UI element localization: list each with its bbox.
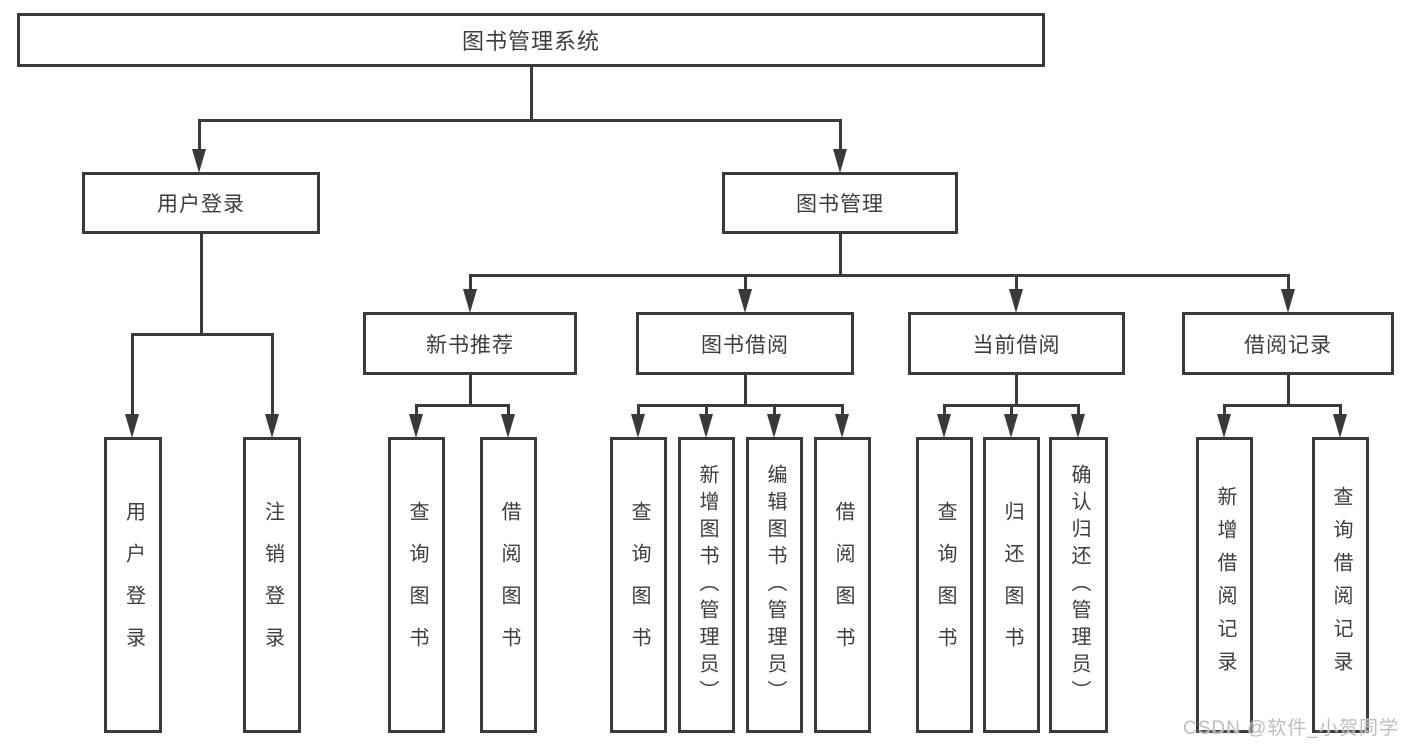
edge-line [1223, 404, 1342, 407]
leaf-borrow-books-recommend: 借阅图书 [480, 437, 537, 733]
edge-line [271, 333, 274, 415]
node-book-management: 图书管理 [722, 172, 958, 234]
leaf-query-borrow-record: 查询借阅记录 [1312, 437, 1369, 733]
edge-arrowhead [463, 289, 477, 313]
node-label: 图书管理系统 [461, 29, 600, 54]
edge-line [131, 333, 134, 415]
leaf-user-login: 用户登录 [104, 437, 162, 733]
edge-arrowhead [1071, 414, 1085, 438]
edge-arrowhead [125, 414, 139, 438]
edge-line [744, 274, 747, 290]
edge-line [200, 234, 203, 336]
leaf-confirm-return-admin: 确认归还（管理员） [1049, 437, 1108, 733]
leaf-edit-books-admin: 编辑图书（管理员） [746, 437, 803, 733]
edge-line [744, 375, 747, 407]
edge-arrowhead [835, 414, 849, 438]
edge-line [637, 404, 640, 417]
node-label: 当前借阅 [972, 333, 1061, 357]
edge-line [469, 375, 472, 407]
edge-arrowhead [937, 414, 951, 438]
node-label: 新增图书（管理员） [696, 463, 718, 707]
leaf-logout: 注销登录 [243, 437, 301, 733]
edge-line [773, 404, 776, 417]
node-borrowing-records: 借阅记录 [1182, 312, 1394, 375]
edge-arrowhead [738, 289, 752, 313]
node-label: 新增借阅记录 [1214, 486, 1236, 684]
edge-line [1287, 375, 1290, 407]
edge-line [1015, 375, 1018, 407]
edge-line [198, 119, 201, 151]
edge-line [637, 404, 844, 407]
edge-line [198, 119, 842, 122]
edge-line [415, 404, 418, 417]
edge-line [507, 404, 510, 417]
node-label: 借阅图书 [832, 501, 854, 669]
leaf-query-books-recommend: 查询图书 [388, 437, 445, 733]
node-label: 归还图书 [1001, 501, 1023, 669]
edge-line [1287, 274, 1290, 290]
edge-arrowhead [501, 414, 515, 438]
leaf-add-borrow-record: 新增借阅记录 [1196, 437, 1253, 733]
node-label: 新书推荐 [426, 333, 514, 357]
edge-line [839, 119, 842, 151]
edge-arrowhead [699, 414, 713, 438]
node-new-book-recommend: 新书推荐 [363, 312, 577, 375]
edge-arrowhead [409, 414, 423, 438]
edge-line [1223, 404, 1226, 417]
node-label: 查询图书 [934, 501, 956, 669]
edge-line [841, 404, 844, 417]
edge-line [415, 404, 510, 407]
node-label: 借阅图书 [498, 501, 520, 669]
edge-arrowhead [1009, 289, 1023, 313]
node-label: 查询图书 [406, 501, 428, 669]
edge-line [1339, 404, 1342, 417]
node-label: 确认归还（管理员） [1068, 463, 1090, 707]
leaf-query-books-borrowing: 查询图书 [610, 437, 667, 733]
edge-arrowhead [1217, 414, 1231, 438]
leaf-return-books: 归还图书 [983, 437, 1040, 733]
node-label: 编辑图书（管理员） [764, 463, 786, 707]
edge-arrowhead [1004, 414, 1018, 438]
edge-line [530, 67, 533, 121]
edge-line [1077, 404, 1080, 417]
edge-arrowhead [265, 414, 279, 438]
node-label: 用户登录 [122, 501, 145, 669]
leaf-query-books-current: 查询图书 [916, 437, 973, 733]
node-user-login: 用户登录 [82, 172, 320, 234]
node-label: 查询借阅记录 [1330, 486, 1352, 684]
edge-line [1010, 404, 1013, 417]
edge-line [1015, 274, 1018, 290]
node-label: 借阅记录 [1244, 333, 1332, 357]
node-label: 图书借阅 [701, 333, 789, 357]
node-current-borrowing: 当前借阅 [908, 312, 1125, 375]
edge-arrowhead [192, 149, 206, 173]
edge-line [469, 274, 472, 290]
node-label: 用户登录 [157, 193, 245, 216]
edge-arrowhead [1333, 414, 1347, 438]
node-label: 查询图书 [628, 501, 650, 669]
edge-line [469, 274, 1290, 277]
node-label: 注销登录 [261, 501, 284, 669]
node-label: 图书管理 [796, 193, 884, 216]
edge-line [131, 333, 274, 336]
node-book-borrowing: 图书借阅 [636, 312, 854, 375]
node-root-system: 图书管理系统 [17, 13, 1045, 67]
edge-line [943, 404, 946, 417]
edge-line [839, 234, 842, 276]
edge-arrowhead [1281, 289, 1295, 313]
edge-arrowhead [631, 414, 645, 438]
edge-arrowhead [833, 149, 847, 173]
csdn-watermark: CSDN @软件_小贺同学 [1183, 718, 1399, 739]
leaf-borrow-books: 借阅图书 [814, 437, 871, 733]
edge-line [705, 404, 708, 417]
edge-arrowhead [767, 414, 781, 438]
leaf-add-books-admin: 新增图书（管理员） [678, 437, 735, 733]
